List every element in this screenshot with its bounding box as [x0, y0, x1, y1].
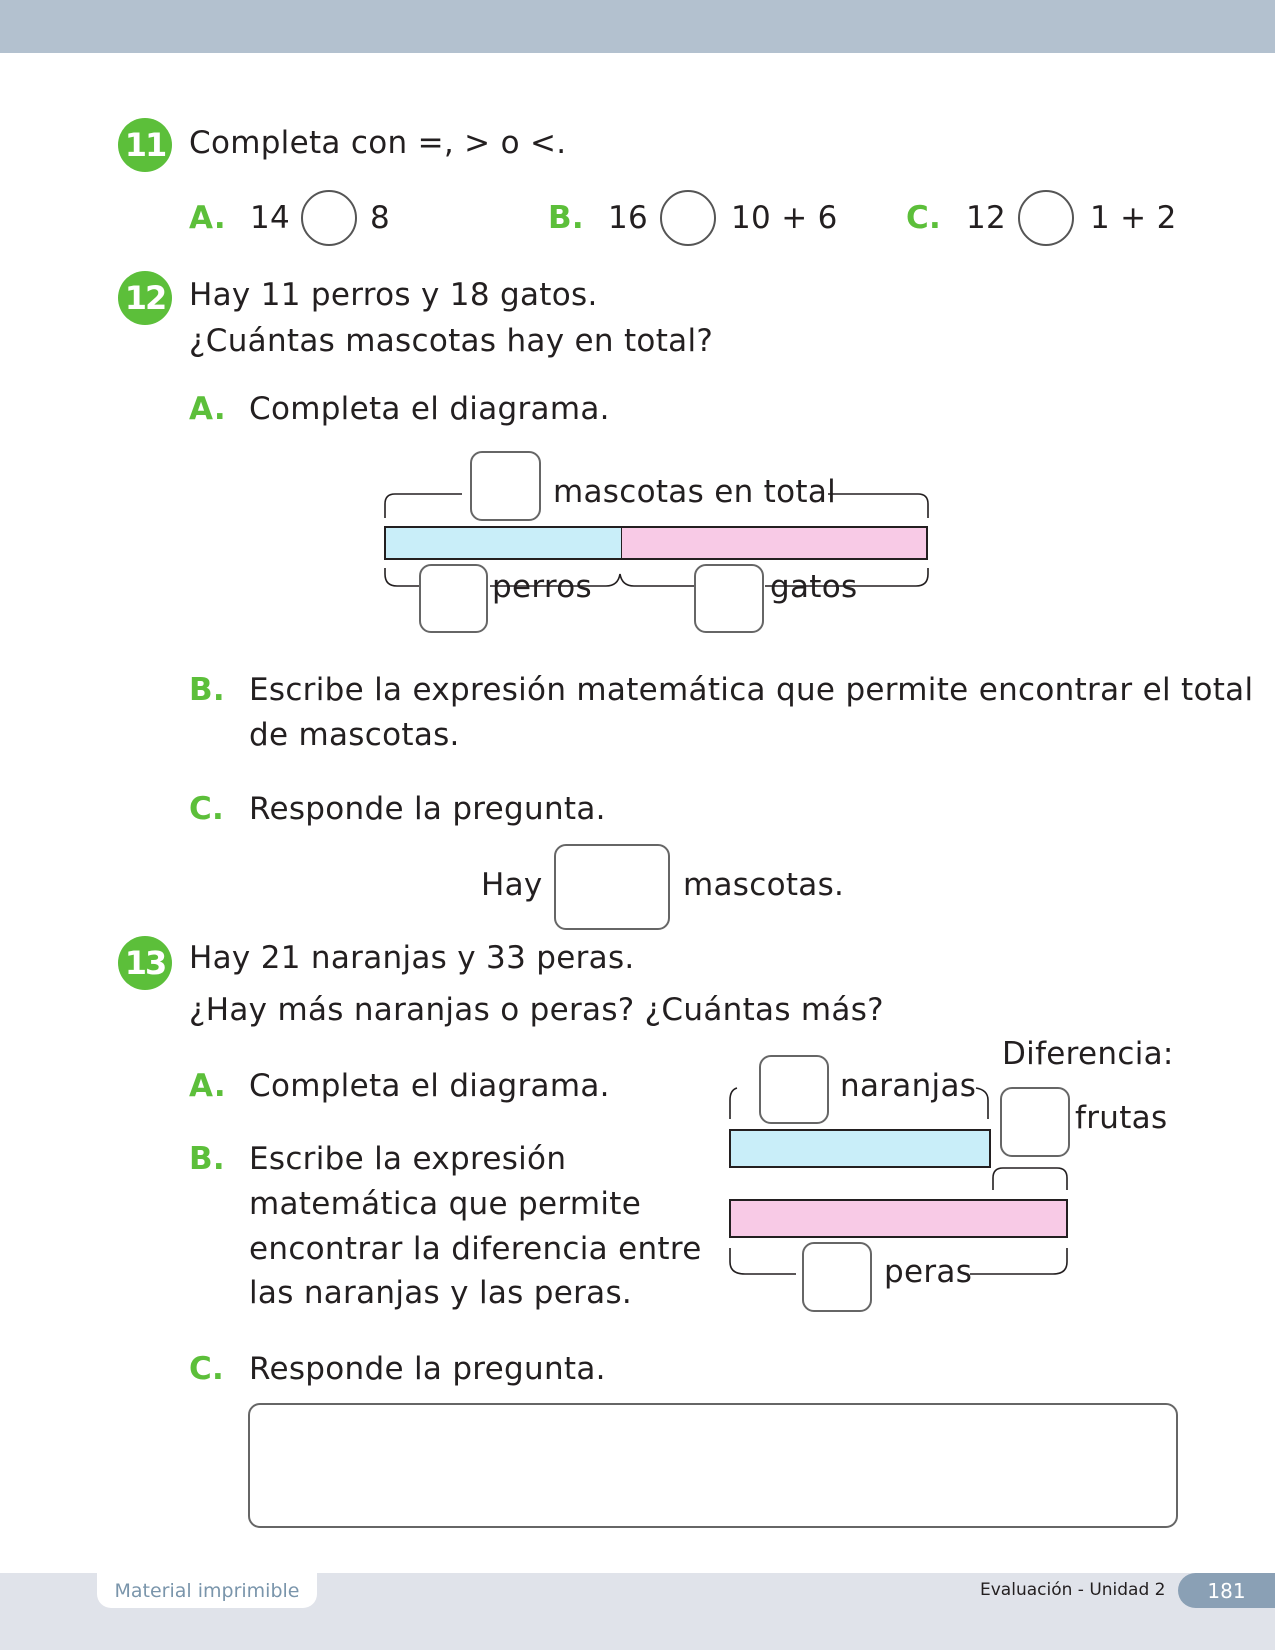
q11-b-label: B. — [548, 200, 585, 236]
answer-post: mascotas. — [683, 867, 845, 903]
q13-a-label: A. — [189, 1068, 226, 1104]
diagram-perros-label: perros — [492, 569, 592, 605]
diagram-total-label: mascotas en total — [553, 474, 837, 510]
q13-b-label: B. — [189, 1141, 226, 1177]
question-number-11: 11 — [118, 118, 172, 172]
q13-c-label: C. — [189, 1351, 225, 1387]
q12-c-label: C. — [189, 791, 225, 827]
naranjas-answer-box[interactable] — [759, 1055, 829, 1124]
page-number: 181 — [1178, 1573, 1275, 1608]
q13-answer-box[interactable] — [248, 1403, 1178, 1528]
footer-section: Evaluación - Unidad 2 — [980, 1580, 1166, 1600]
q13-b-line4: las naranjas y las peras. — [249, 1275, 633, 1311]
gatos-bar — [621, 526, 928, 560]
diagram-frutas-label: frutas — [1075, 1100, 1168, 1136]
q12-b-label: B. — [189, 672, 226, 708]
q11-b-right: 10 + 6 — [731, 200, 838, 236]
q11-c-label: C. — [906, 200, 942, 236]
q12-b-line2: de mascotas. — [249, 717, 460, 753]
q12-a-label: A. — [189, 391, 226, 427]
q11-b-left: 16 — [608, 200, 649, 236]
q11-c-right: 1 + 2 — [1090, 200, 1177, 236]
q12-c-text: Responde la pregunta. — [249, 791, 606, 827]
question-number-12: 12 — [118, 271, 172, 325]
q13-line1: Hay 21 naranjas y 33 peras. — [189, 940, 635, 976]
perros-answer-box[interactable] — [419, 564, 488, 633]
q11-a-right: 8 — [370, 200, 391, 236]
top-band — [0, 0, 1275, 53]
footer-tab: Material imprimible — [97, 1573, 317, 1608]
q11-c-left: 12 — [966, 200, 1007, 236]
q13-c-text: Responde la pregunta. — [249, 1351, 606, 1387]
q13-b-line2: matemática que permite — [249, 1186, 642, 1222]
total-pets-answer-box[interactable] — [470, 451, 541, 521]
q11-prompt: Completa con =, > o <. — [189, 125, 567, 161]
peras-bar — [729, 1199, 1068, 1238]
pets-total-answer-box[interactable] — [554, 844, 670, 930]
q12-line1: Hay 11 perros y 18 gatos. — [189, 277, 598, 313]
q11-a-left: 14 — [250, 200, 291, 236]
naranjas-bar — [729, 1129, 991, 1168]
diagram-peras-label: peras — [884, 1254, 973, 1290]
q13-line2: ¿Hay más naranjas o peras? ¿Cuántas más? — [189, 992, 884, 1028]
difference-answer-box[interactable] — [1000, 1087, 1070, 1157]
question-number-13: 13 — [118, 936, 172, 990]
q12-b-line1: Escribe la expresión matemática que perm… — [249, 672, 1254, 708]
perros-bar — [384, 526, 624, 560]
q11-a-answer-circle[interactable] — [301, 190, 357, 246]
diagram-gatos-label: gatos — [770, 569, 858, 605]
q13-b-line3: encontrar la diferencia entre — [249, 1231, 702, 1267]
diagram-naranjas-label: naranjas — [840, 1068, 977, 1104]
gatos-answer-box[interactable] — [694, 564, 764, 633]
q12-a-text: Completa el diagrama. — [249, 391, 610, 427]
q11-a-label: A. — [189, 200, 226, 236]
peras-answer-box[interactable] — [802, 1242, 872, 1312]
q11-b-answer-circle[interactable] — [660, 190, 716, 246]
q13-b-line1: Escribe la expresión — [249, 1141, 567, 1177]
q11-c-answer-circle[interactable] — [1018, 190, 1074, 246]
q13-a-text: Completa el diagrama. — [249, 1068, 610, 1104]
diagram-diff-title: Diferencia: — [1002, 1036, 1174, 1072]
answer-pre: Hay — [481, 867, 543, 903]
q12-line2: ¿Cuántas mascotas hay en total? — [189, 323, 714, 359]
